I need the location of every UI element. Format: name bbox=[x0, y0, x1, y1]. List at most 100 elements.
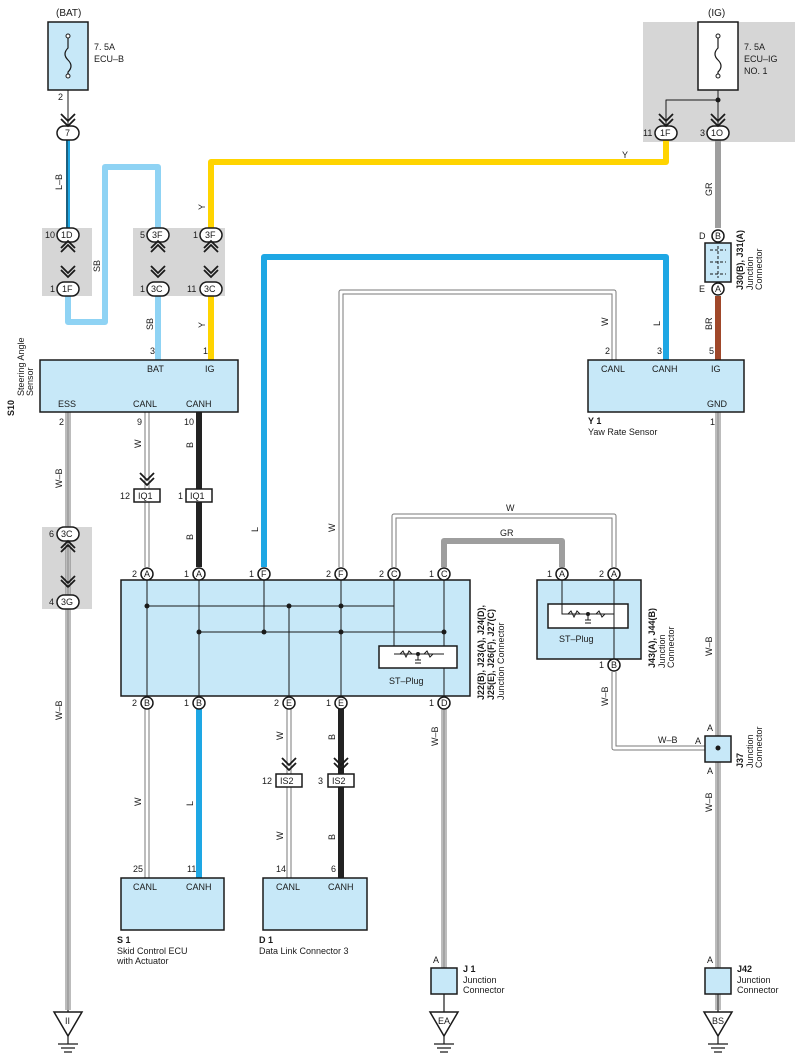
wc-gr-top: GR bbox=[704, 182, 714, 196]
ig-fuse-junction bbox=[715, 97, 721, 103]
pin-j30-a: A bbox=[715, 284, 721, 294]
s10-bat-terminal: BAT bbox=[147, 364, 164, 374]
fuse-ecu-ig bbox=[697, 21, 739, 91]
wc-y-horiz: Y bbox=[622, 150, 628, 160]
wc-w-y1: W bbox=[600, 317, 610, 326]
pin-d: D bbox=[441, 698, 448, 708]
y1-canh-terminal: CANH bbox=[652, 364, 678, 374]
junction-j1-box bbox=[430, 967, 458, 995]
wc-sb-s10: SB bbox=[145, 318, 155, 330]
wc-lb: L–B bbox=[54, 174, 64, 190]
pn-j37-a2: A bbox=[695, 736, 701, 746]
pin-j30-b: B bbox=[715, 231, 721, 241]
wc-y-s10: Y bbox=[197, 322, 207, 328]
s10-id: S10 bbox=[6, 400, 16, 416]
conn-7-label: 7 bbox=[65, 128, 70, 138]
j30-id: J30(B), J31(A) bbox=[735, 230, 745, 290]
pn-s10-canl: 9 bbox=[137, 417, 142, 427]
wc-wb-gnd2: W–B bbox=[704, 792, 714, 812]
pin-f1: F bbox=[261, 569, 267, 579]
pn-d1-14: 14 bbox=[276, 864, 286, 874]
fuse-ecu-b bbox=[47, 21, 89, 91]
conn-3f-label: 3F bbox=[152, 230, 163, 240]
wc-w-d1: W bbox=[275, 831, 285, 840]
pn-d-1: 1 bbox=[429, 698, 434, 708]
wc-l-s1: L bbox=[185, 801, 195, 806]
jbig-id2: J25(E), J26(F), J27(C) bbox=[486, 609, 496, 700]
pn-j37-a3: A bbox=[707, 766, 713, 776]
wire-gr-c-j43 bbox=[441, 538, 565, 567]
junction-j37-dot bbox=[715, 745, 721, 751]
wire-sb-loop bbox=[65, 164, 161, 325]
y1-gnd-terminal: GND bbox=[707, 399, 728, 409]
d1-canh-terminal: CANH bbox=[328, 882, 354, 892]
wc-wb-left2: W–B bbox=[54, 700, 64, 720]
j1-name1: Junction bbox=[463, 975, 497, 985]
conn-1f-ig-label: 1F bbox=[660, 128, 671, 138]
data-link-connector-box bbox=[262, 877, 368, 931]
pn-3f-1: 1 bbox=[193, 230, 198, 240]
pn-3g-4: 4 bbox=[49, 597, 54, 607]
ig-fuse-link bbox=[665, 99, 718, 128]
pn-c-2: 2 bbox=[379, 569, 384, 579]
pn-is2-12: 12 bbox=[262, 776, 272, 786]
conn-3c2-label: 3C bbox=[204, 284, 216, 294]
steering-angle-sensor-box bbox=[39, 359, 239, 413]
circle-pins bbox=[140, 229, 725, 710]
wc-b-e1: B bbox=[327, 734, 337, 740]
d1-canl-terminal: CANL bbox=[276, 882, 300, 892]
pn-bat-fuse-2: 2 bbox=[58, 92, 63, 102]
junction-connector-big-box bbox=[120, 579, 471, 697]
pn-s10-canh: 10 bbox=[184, 417, 194, 427]
conn-3f2-label: 3F bbox=[205, 230, 216, 240]
ground-label-ii: II bbox=[65, 1016, 70, 1026]
pn-s10-bat: 3 bbox=[150, 346, 155, 356]
wc-b-canh2: B bbox=[185, 534, 195, 540]
pin-a1: A bbox=[144, 569, 150, 579]
wc-br: BR bbox=[704, 317, 714, 330]
conn-is2-b: IS2 bbox=[332, 776, 346, 786]
pn-1o-3: 3 bbox=[700, 128, 705, 138]
pn-j43-b: 1 bbox=[599, 660, 604, 670]
pin-b1: B bbox=[144, 698, 150, 708]
wc-sb-left: SB bbox=[92, 260, 102, 272]
pn-y1-canl: 2 bbox=[605, 346, 610, 356]
wc-l-y1: L bbox=[652, 321, 662, 326]
pn-y1-ig: 5 bbox=[709, 346, 714, 356]
pin-e2: E bbox=[338, 698, 344, 708]
junction-internal-wiring bbox=[146, 580, 445, 696]
s10-canl-terminal: CANL bbox=[133, 399, 157, 409]
pn-iq1-12: 12 bbox=[120, 491, 130, 501]
ground-label-bs: BS bbox=[712, 1016, 724, 1026]
pn-3f-5: 5 bbox=[140, 230, 145, 240]
junction-j30-dash bbox=[710, 246, 726, 278]
y1-ig-terminal: IG bbox=[711, 364, 721, 374]
s1-name2: with Actuator bbox=[116, 956, 169, 966]
j30-name2: Connector bbox=[754, 248, 764, 290]
pn-b-1: 1 bbox=[184, 698, 189, 708]
pn-1d-10: 10 bbox=[45, 230, 55, 240]
conn-is2-a: IS2 bbox=[280, 776, 294, 786]
pin-b2: B bbox=[196, 698, 202, 708]
j43-id: J43(A), J44(B) bbox=[647, 608, 657, 668]
st-plug-big-dot bbox=[416, 652, 420, 656]
pn-a-1: 1 bbox=[184, 569, 189, 579]
y1-name: Yaw Rate Sensor bbox=[588, 427, 657, 437]
pn-s1-25: 25 bbox=[133, 864, 143, 874]
pn-j30-e: E bbox=[699, 284, 705, 294]
conn-3g-label: 3G bbox=[61, 597, 73, 607]
pn-f-2: 2 bbox=[326, 569, 331, 579]
wc-wb-j1: W–B bbox=[430, 726, 440, 746]
conn-1d-label: 1D bbox=[61, 230, 73, 240]
pn-3c-1: 1 bbox=[140, 284, 145, 294]
wc-wb-j43: W–B bbox=[600, 686, 610, 706]
pn-j43-a2: 2 bbox=[599, 569, 604, 579]
pn-1f-1: 1 bbox=[50, 284, 55, 294]
ground-symbols bbox=[52, 1011, 734, 1038]
s10-ig-terminal: IG bbox=[205, 364, 215, 374]
pn-j1-a: A bbox=[433, 955, 439, 965]
j42-name2: Connector bbox=[737, 985, 779, 995]
conn-iq1-a: IQ1 bbox=[138, 491, 153, 501]
jbig-plug: ST–Plug bbox=[389, 676, 424, 686]
wc-b-canh: B bbox=[185, 442, 195, 448]
